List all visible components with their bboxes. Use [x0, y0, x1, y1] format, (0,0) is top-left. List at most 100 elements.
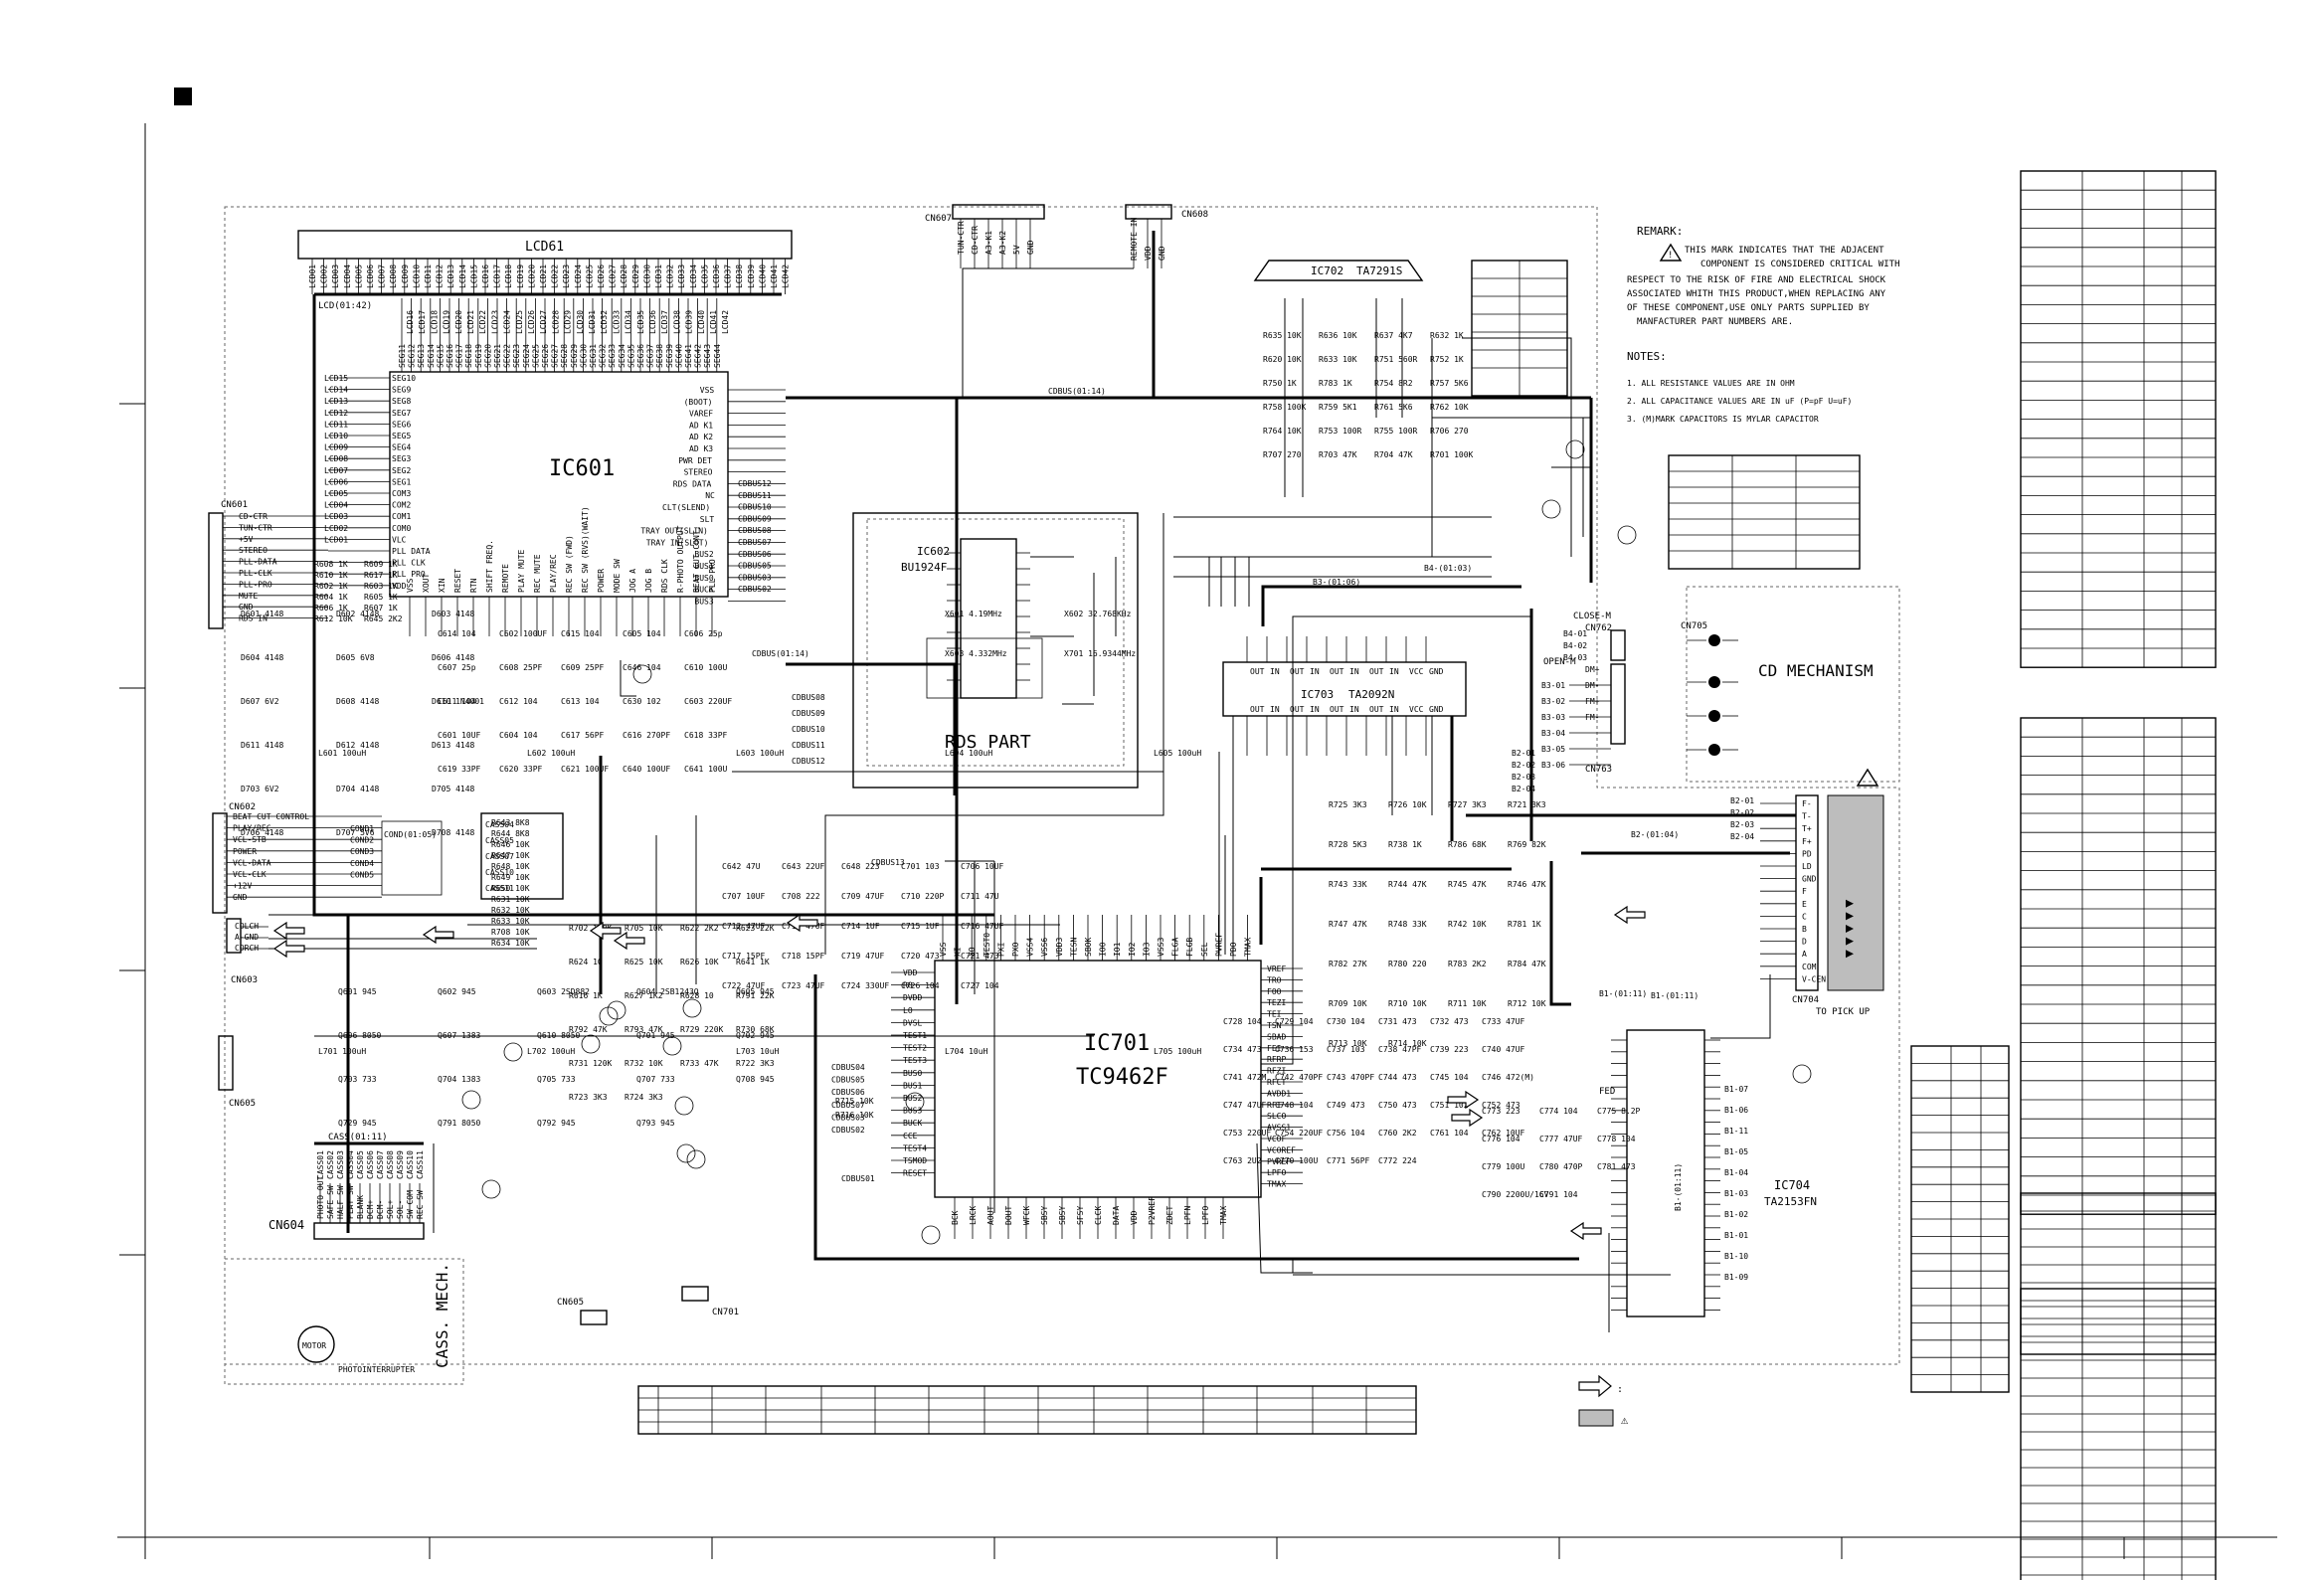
ic701-bottom-pin: WFCK: [1022, 1206, 1031, 1225]
ic703-pin-bottom: VCC: [1409, 705, 1424, 714]
ic601-seg-pin: SEG39: [665, 344, 674, 368]
ic601-seg-pin: SEG33: [608, 344, 617, 368]
cass-net: CASS03: [336, 1150, 345, 1179]
ic701-left-pins: VDDRODVDDLODVSLTEST1TEST2TEST3BUS0BUS1BU…: [891, 968, 935, 1178]
cn601-pin: TUN-CTR: [239, 523, 272, 532]
ic703-pin-top: OUT: [1330, 667, 1344, 676]
cn607-pin: TUN-CTR: [957, 221, 966, 255]
capacitor-label: C706 10UF: [961, 862, 1004, 871]
diode-label: D708 4148: [432, 828, 475, 837]
cn604-label: CN604: [268, 1218, 304, 1232]
ic601-bottom-pin: REC SW (RVS)(WAIT): [581, 506, 590, 593]
lcd-pin-8: LCD08: [389, 264, 398, 288]
resistor-label: R643 8K8: [491, 818, 530, 827]
ic701-bottom-pin: VDD: [1130, 1210, 1139, 1225]
capacitor-label: C615 104: [561, 629, 600, 638]
capacitor-label: C744 473: [1378, 1073, 1417, 1082]
lcd-pin-4: LCD04: [343, 264, 352, 288]
resistor-label: R729 220K: [680, 1025, 724, 1034]
motor-symbol: [297, 1325, 335, 1363]
ic601-bottom-pin: VSS: [406, 578, 415, 593]
resistor-label: R751 560R: [1374, 355, 1418, 364]
transistor-label: Q702 945: [736, 1031, 775, 1040]
dm-pin-labels: DM+DM-FM+FM-: [1585, 665, 1600, 722]
cn704-pin: C: [1802, 912, 1807, 921]
ic703-pin-top: VCC: [1409, 667, 1424, 676]
ic601-cdbus-net: CDBUS10: [738, 503, 772, 512]
dm-pin: DM+: [1585, 665, 1600, 674]
cass-net: CASS02: [326, 1150, 335, 1179]
capacitor-label: C643 22UF: [782, 862, 825, 871]
ic701-top-pin: VSS3: [1157, 938, 1165, 957]
resistor-label: R754 8R2: [1374, 379, 1413, 388]
capacitor-label: C614 104: [438, 629, 476, 638]
cn601-pin: PLL-CLK: [239, 569, 272, 578]
ic701-left-pin: TEST3: [903, 1056, 927, 1065]
ic601-bottom-pin: PLAY MUTE: [517, 549, 526, 593]
cn601-pin: GND: [239, 603, 254, 612]
resistor-label: R705 10K: [625, 924, 663, 933]
ic601-right-pin: AD K1: [689, 421, 713, 430]
resistor-label: R631 10K: [491, 895, 530, 904]
ic601-lcd-net: LCD25: [515, 310, 524, 334]
ic701-left-pin: RO: [903, 981, 913, 990]
ic601-lcd-net: LCD38: [672, 310, 681, 334]
resistor-label: R783 2K2: [1448, 960, 1487, 968]
ic704-label: IC704: [1774, 1178, 1810, 1192]
cass-net: CASS07: [376, 1150, 385, 1179]
svg-text::: :: [1617, 1384, 1623, 1395]
inductor-label: L602 100uH: [527, 749, 575, 758]
capacitor-label: C775 8.2P: [1597, 1107, 1641, 1116]
ic601-seg-pin: SEG22: [503, 344, 512, 368]
ic704-net-label: B1-09: [1724, 1273, 1748, 1282]
resistor-label: R648 10K: [491, 862, 530, 871]
ic601-seg-pin: SEG44: [713, 344, 722, 368]
ic701-left-pin: TEST2: [903, 1044, 927, 1053]
ic701-bottom-pin: TMAX: [1219, 1206, 1228, 1225]
cn705-label: CN705: [1681, 621, 1707, 631]
resistor-label: R723 3K3: [569, 1093, 608, 1102]
resistor-label: R625 10K: [625, 958, 663, 966]
ic601-right-pin: BUCK: [694, 586, 713, 595]
right-table-5: [1910, 1045, 2010, 1393]
ic701-right-pin: SBAD: [1267, 1032, 1286, 1041]
capacitor-label: C646 104: [623, 663, 661, 672]
ic601-seg-pin: SEG20: [483, 344, 492, 368]
ic601-lcd-net: LCD31: [588, 310, 597, 334]
cass-net: CASS06: [366, 1150, 375, 1179]
ic701-bottom-pin: CLCK: [1094, 1206, 1103, 1225]
resistor-label: R644 8K8: [491, 829, 530, 838]
ic701-right-pin: TEI: [1267, 1010, 1282, 1019]
ic601-seg-pin: SEG35: [626, 344, 635, 368]
remark-line-2: COMPONENT IS CONSIDERED CRITICAL WITH: [1700, 260, 1899, 269]
resistor-label: R782 27K: [1329, 960, 1367, 968]
resistor-label: R724 3K3: [625, 1093, 663, 1102]
close-m-label: CLOSE-M: [1573, 612, 1612, 621]
ic601-lcd-net: LCD42: [721, 310, 730, 334]
capacitor-label: C791 104: [1539, 1190, 1578, 1199]
ic601-seg-pin: SEG14: [427, 344, 436, 368]
ic601-lcd-net: LCD39: [685, 310, 694, 334]
ic701-bottom-pin: ZDET: [1165, 1206, 1174, 1225]
resistor-label: R622 2K2: [680, 924, 719, 933]
lcd-pin-14: LCD14: [458, 264, 467, 288]
ic601-seg-pin: SEG13: [417, 344, 426, 368]
transistor-label: Q704 1383: [438, 1075, 481, 1084]
ic701-left-pin: TEST4: [903, 1143, 927, 1152]
resistor-label: R620 10K: [1263, 355, 1302, 364]
resistor-label: R791 22K: [736, 991, 775, 1000]
capacitor-label: C715 1UF: [901, 922, 940, 931]
b3-pin: B3-02: [1541, 697, 1565, 706]
resistor-label: R602 1K: [314, 582, 348, 591]
crystal-label: X601 4.19MHz: [945, 610, 1002, 618]
resistor-label: R784 47K: [1508, 960, 1546, 968]
ic701-bottom-pin: P2VREF: [1148, 1196, 1157, 1225]
resistor-label: R738 1K: [1388, 840, 1422, 849]
inductor-label: L702 100uH: [527, 1047, 575, 1056]
